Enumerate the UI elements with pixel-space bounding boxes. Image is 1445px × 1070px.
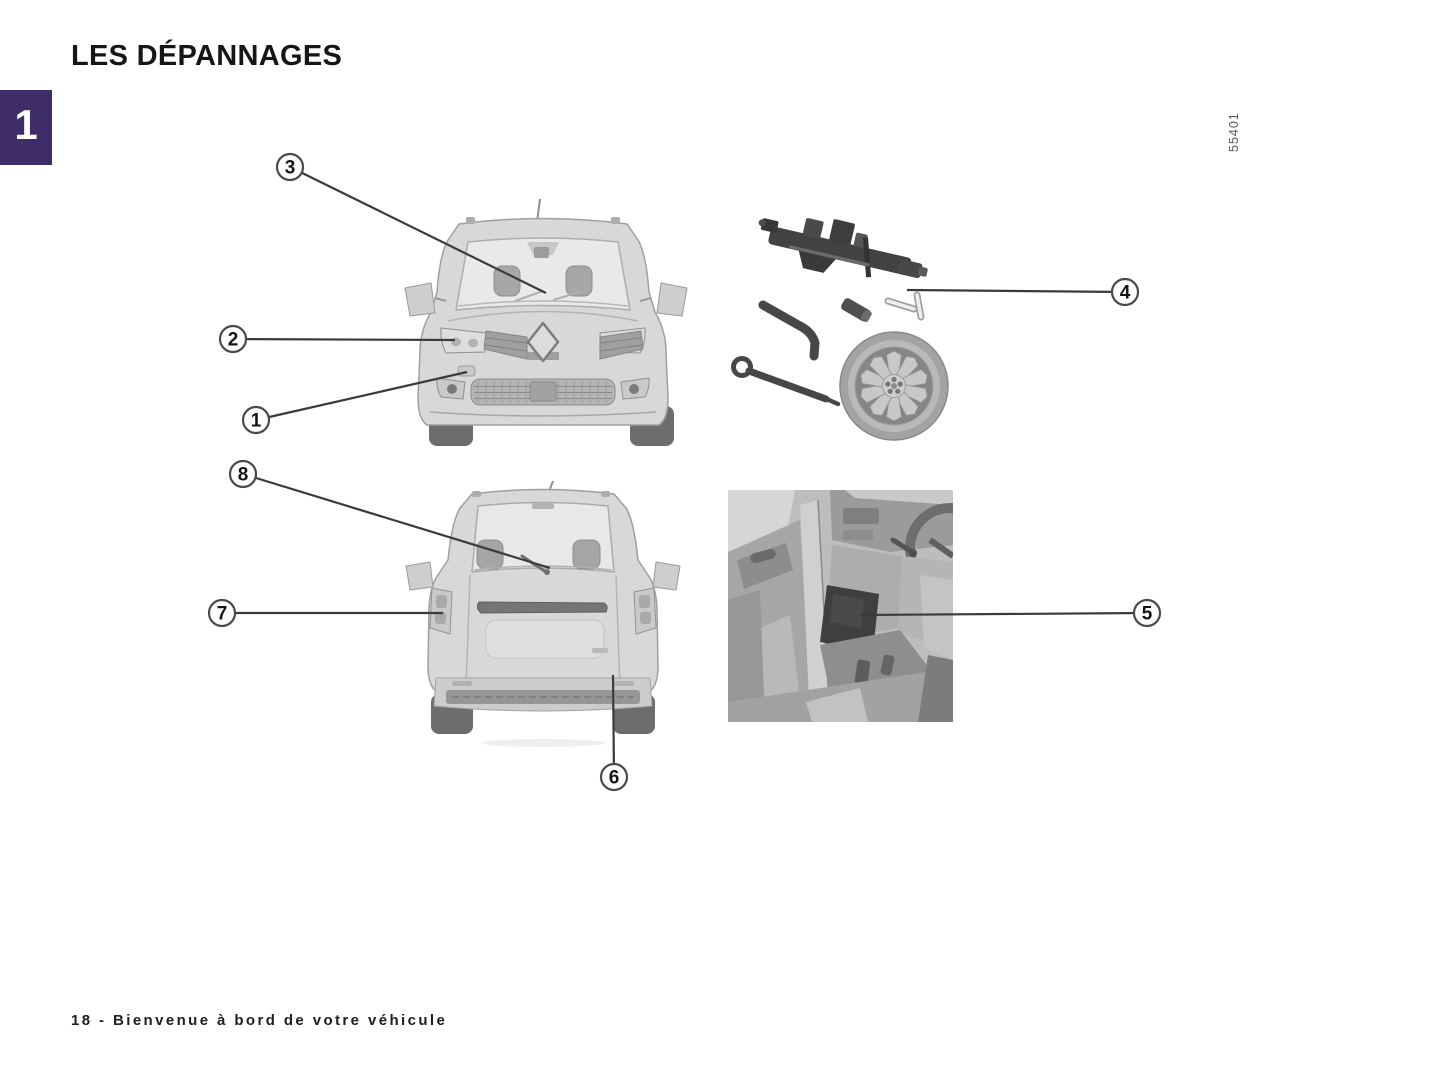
leader-lines	[222, 166, 1148, 778]
callout-2: 2	[218, 324, 248, 354]
right-taillight	[633, 587, 657, 635]
towing-eye-icon	[731, 356, 841, 407]
jack-icon	[758, 218, 928, 279]
seat-cushion	[920, 575, 953, 660]
callout-4-number: 4	[1120, 283, 1131, 304]
right-door-mirror	[656, 282, 688, 317]
callout-7: 7	[207, 598, 237, 628]
callout-badges: 1 2 3 4 5 6 7	[207, 152, 1162, 792]
t-handle-icon	[884, 291, 925, 321]
rear-right-headrest	[572, 539, 601, 570]
wheel-brace-icon	[758, 300, 820, 361]
callout-7-number: 7	[217, 604, 228, 625]
callout-2-number: 2	[228, 330, 239, 351]
leader-line-3	[289, 166, 547, 294]
callout-4: 4	[1110, 277, 1140, 307]
callout-5-number: 5	[1142, 604, 1153, 625]
callout-6-number: 6	[609, 768, 620, 789]
leader-line-8	[242, 472, 551, 570]
left-taillight	[429, 587, 453, 635]
rear-antenna	[549, 480, 554, 490]
rearview-mirror	[534, 247, 549, 258]
page-title: LES DÉPANNAGES	[71, 40, 343, 72]
chapter-number: 1	[14, 100, 38, 148]
brake-light	[532, 503, 554, 509]
grille-right	[599, 330, 644, 360]
callout-3: 3	[275, 152, 305, 182]
door-handle	[750, 549, 776, 563]
jack-and-tools-illustration	[731, 218, 949, 441]
driver-footwell-photo	[728, 490, 953, 722]
pedal	[854, 659, 871, 685]
leader-line-6	[611, 674, 616, 778]
pedal	[880, 654, 895, 676]
air-vent	[843, 508, 879, 524]
vehicle-rear-view-illustration	[405, 480, 681, 747]
windshield-wipers	[514, 290, 581, 302]
lug-adapter-icon	[841, 298, 872, 322]
rear-right-mirror	[652, 561, 681, 591]
right-headrest	[565, 265, 593, 297]
callout-8: 8	[228, 459, 258, 489]
license-plate-recess	[485, 619, 605, 659]
figure-code: 55401	[1227, 112, 1241, 152]
tailgate-handle-strip	[476, 601, 608, 614]
column-stalk	[890, 537, 915, 555]
leader-line-4	[906, 288, 1126, 294]
left-door-mirror	[404, 282, 436, 317]
rear-left-headrest	[476, 539, 504, 570]
page-footer: 18 - Bienvenue à bord de votre véhicule	[71, 1012, 448, 1029]
door-sill	[800, 500, 830, 722]
vehicle-front-view-illustration	[404, 198, 688, 446]
callout-1-number: 1	[251, 411, 262, 432]
callout-6: 6	[599, 762, 629, 792]
callout-5: 5	[1132, 598, 1162, 628]
callout-1: 1	[241, 405, 271, 435]
rear-left-mirror	[405, 561, 434, 591]
spare-wheel-icon	[839, 331, 949, 441]
leader-line-1	[255, 370, 468, 422]
leader-line-2	[232, 337, 456, 342]
chapter-tab: 1	[0, 90, 52, 165]
renault-diamond-logo	[526, 321, 560, 363]
callout-3-number: 3	[285, 158, 296, 179]
leader-line-5	[859, 611, 1148, 617]
callout-8-number: 8	[238, 465, 249, 486]
